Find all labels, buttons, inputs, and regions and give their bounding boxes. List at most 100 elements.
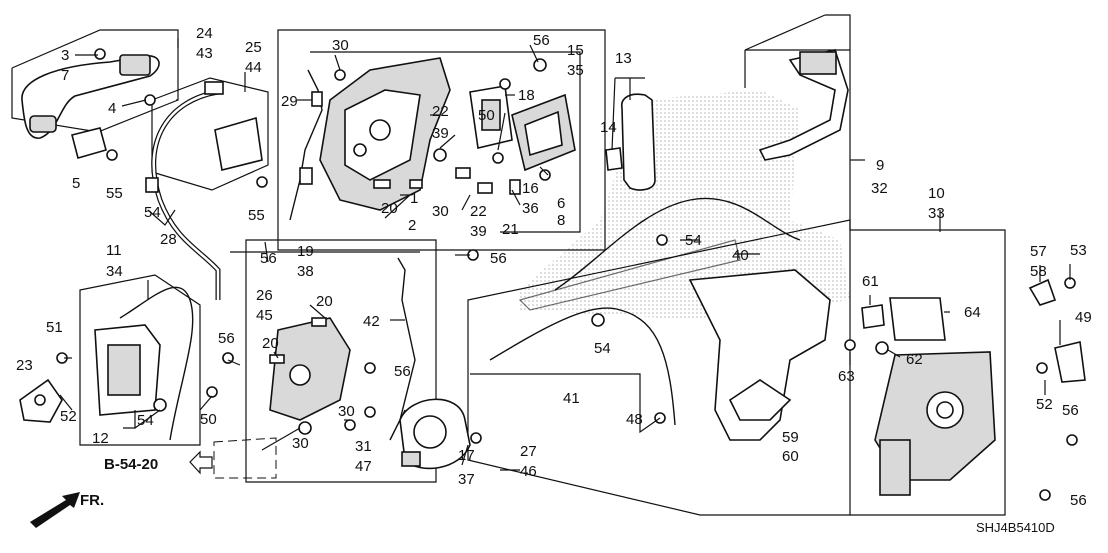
part-label-repeat: 30: [432, 203, 449, 220]
actuator-15: [511, 93, 576, 172]
rod-29: [289, 69, 323, 221]
part-label: 6: [557, 195, 565, 212]
part-label: 2: [408, 217, 416, 234]
part-label: 22: [470, 203, 487, 220]
part-label: 46: [520, 463, 537, 480]
part-label: 17: [458, 447, 475, 464]
part-label: 24: [196, 25, 213, 42]
part-label: 29: [281, 93, 298, 110]
handle-bezel-5: [71, 127, 107, 159]
striker-12: [94, 324, 234, 416]
part-label-repeat: 56: [1062, 402, 1079, 419]
part-label: 9: [876, 157, 884, 174]
part-label: 11: [106, 242, 122, 259]
part-label: 38: [297, 263, 314, 280]
part-label: 59: [782, 429, 799, 446]
part-label: 33: [928, 205, 945, 222]
cable-41: [489, 307, 676, 426]
drawing-code: SHJ4B5410D: [976, 520, 1055, 535]
part-label-repeat: 56: [490, 250, 507, 267]
part-label: 15: [567, 42, 584, 59]
part-label-repeat: 30: [292, 435, 309, 452]
part-label: 51: [46, 319, 63, 336]
part-label-repeat: 52: [1036, 396, 1053, 413]
part-label-repeat: 54: [594, 340, 611, 357]
part-label: 44: [245, 59, 262, 76]
part-label: 3: [61, 47, 69, 64]
part-label: 13: [615, 50, 632, 67]
cable-40: [554, 197, 801, 291]
part-label-repeat: 20: [262, 335, 279, 352]
part-label: 54: [685, 232, 702, 249]
part-label: 34: [106, 263, 123, 280]
part-label: 32: [871, 180, 888, 197]
small-clips-lock: [334, 58, 551, 261]
part-label-repeat: 56: [394, 363, 411, 380]
part-label: 41: [563, 390, 580, 407]
part-label: 16: [522, 180, 539, 197]
part-label: 8: [557, 212, 565, 229]
bracket-59: [688, 269, 831, 441]
part-label-repeat: 22: [432, 103, 449, 120]
part-label: 14: [600, 119, 617, 136]
part-label: 30: [332, 37, 349, 54]
part-label: 4: [108, 100, 116, 117]
part-label: 56: [533, 32, 550, 49]
roller-arm-9: [758, 49, 849, 161]
part-label: 28: [160, 231, 177, 248]
part-label: 39: [470, 223, 487, 240]
part-label-repeat: 50: [200, 411, 217, 428]
part-label-repeat: 56: [218, 330, 235, 347]
part-label: 12: [92, 430, 109, 447]
part-label: 48: [626, 411, 643, 428]
part-label: 7: [61, 67, 69, 84]
reference-code: B-54-20: [104, 456, 158, 473]
part-label-repeat: 54: [144, 204, 161, 221]
clip-3: [94, 48, 106, 60]
part-label: 27: [520, 443, 537, 460]
part-label: 55: [106, 185, 123, 202]
part-label: 26: [256, 287, 273, 304]
part-label: 25: [245, 39, 262, 56]
cable-42: [389, 257, 416, 441]
part-label-repeat: 56: [1070, 492, 1087, 509]
leader-lines: [59, 38, 1071, 471]
part-label: 58: [1030, 263, 1047, 280]
part-label: 42: [363, 313, 380, 330]
door-lock-assembly: [319, 57, 451, 211]
part-label: 49: [1075, 309, 1092, 326]
part-label: 45: [256, 307, 273, 324]
part-label: 36: [522, 200, 539, 217]
direction-label: FR.: [80, 492, 104, 509]
frame-lines: [11, 14, 1006, 516]
part-label: 52: [60, 408, 77, 425]
part-label-repeat: 39: [432, 125, 449, 142]
part-label: 5: [72, 175, 80, 192]
rear-latch-26: [222, 317, 376, 435]
part-label: 21: [502, 221, 519, 238]
inner-handle-cable-28: [145, 81, 224, 300]
part-label: 18: [518, 87, 535, 104]
part-label: 47: [355, 458, 372, 475]
part-label-repeat: 30: [338, 403, 355, 420]
small-parts-right: [844, 277, 1086, 383]
part-label: 57: [1030, 243, 1047, 260]
part-label: 50: [478, 107, 495, 124]
part-label: 10: [928, 185, 945, 202]
reference-arrow: B-54-20: [104, 450, 213, 475]
inner-handle-bracket: [214, 116, 268, 188]
part-label: 23: [16, 357, 33, 374]
door-cover-13: [621, 93, 656, 191]
actuator-27: [399, 398, 482, 470]
cable-11: [119, 286, 194, 441]
power-slide-motor: [874, 351, 1078, 501]
part-label: 40: [732, 247, 749, 264]
plate-23: [19, 378, 63, 423]
part-label: 62: [906, 351, 923, 368]
part-label: 37: [458, 471, 475, 488]
bolt-55a: [106, 149, 118, 161]
part-label: 60: [782, 448, 799, 465]
part-label-repeat: 54: [137, 412, 154, 429]
clip-14: [605, 147, 623, 171]
